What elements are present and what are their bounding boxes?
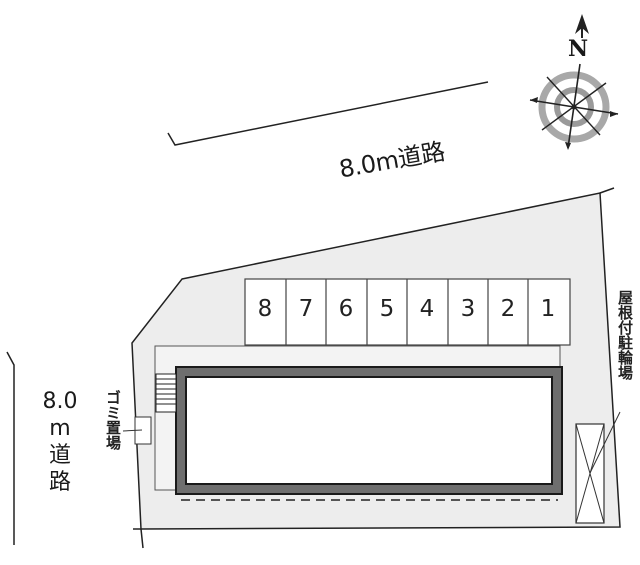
- left-road-label: 8.0 m 道 路: [40, 388, 80, 496]
- north-label: N: [568, 36, 589, 62]
- parking-slot-6: 6: [338, 296, 354, 322]
- left-road-char-2: 路: [48, 470, 71, 495]
- parking-slot-3: 3: [460, 296, 476, 322]
- parking-slot-4: 4: [419, 296, 435, 322]
- parking-area: [244, 278, 571, 346]
- top-road-edge: [167, 81, 489, 146]
- parking-slot-7: 7: [298, 296, 314, 322]
- parking-slot-8: 8: [257, 296, 273, 322]
- building-interior: [185, 376, 553, 485]
- covered-bicycle-parking: [575, 411, 621, 524]
- stairs-icon: [155, 373, 177, 413]
- parking-slot-2: 2: [500, 296, 516, 322]
- bicycle-parking-label: 屋根付駐輪場: [616, 290, 634, 380]
- parking-slot-5: 5: [379, 296, 395, 322]
- left-road-unit: m: [49, 416, 71, 441]
- left-road-char-1: 道: [48, 443, 71, 468]
- left-road-width: 8.0: [42, 389, 78, 414]
- parking-slot-1: 1: [540, 296, 556, 322]
- garbage-area-label: ゴミ置場: [104, 390, 122, 450]
- left-road-edge: [6, 351, 15, 545]
- north-arrow-compass-icon: [529, 14, 619, 150]
